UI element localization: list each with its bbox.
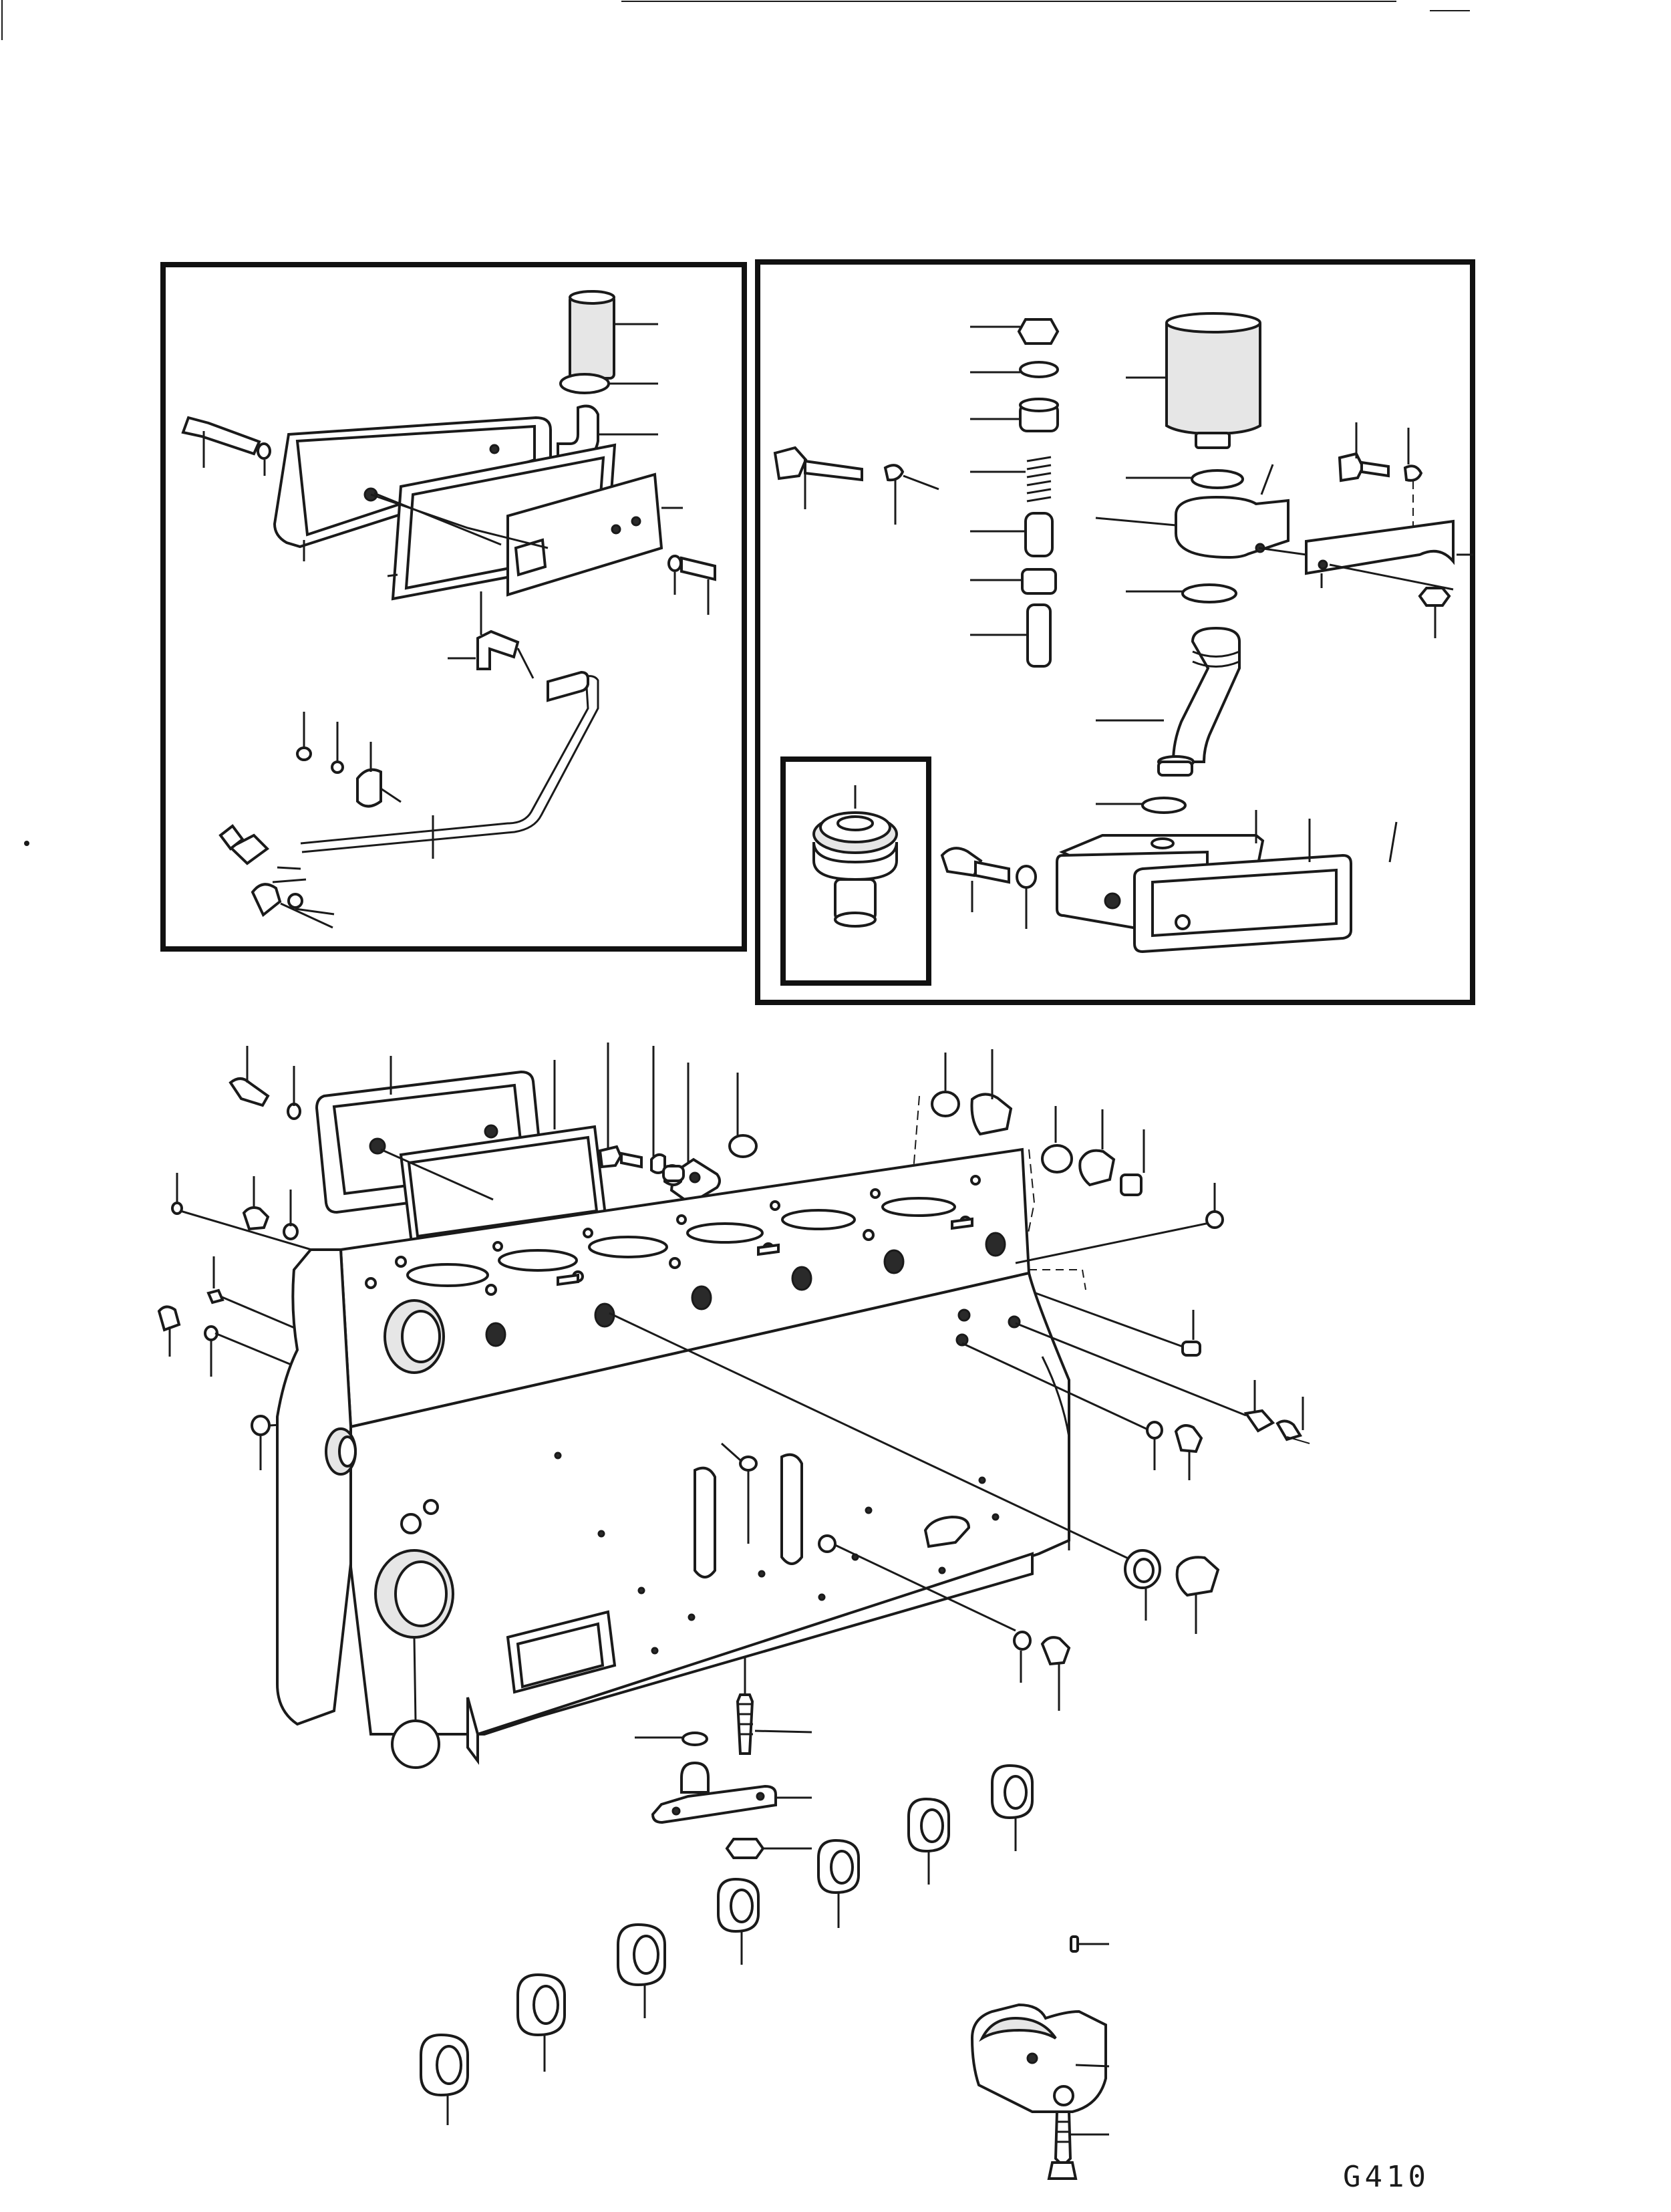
- bearing-shell: [420, 2033, 469, 2125]
- filter-valve-inset: [780, 756, 931, 986]
- cooler-element: [569, 290, 658, 380]
- reference-circle: [391, 1637, 440, 1769]
- clamp-ring: [559, 373, 658, 394]
- bearing-shell: [907, 1797, 950, 1885]
- bearing-shell: [617, 1923, 666, 2018]
- oil-pump-bracket: [635, 1657, 812, 1859]
- side-holes: [485, 1232, 1006, 1347]
- relief-valve-stack: [970, 318, 1060, 668]
- bearing-shell: [516, 1973, 566, 2072]
- cover-plate: [506, 472, 683, 597]
- lower-assembly: [157, 1043, 1310, 2180]
- core-plug-large: [609, 1312, 1220, 1634]
- bracket-bolt: [1338, 422, 1423, 528]
- cooler-housing: [273, 416, 552, 561]
- main-bearing-cap: [970, 1935, 1110, 2180]
- oil-hose: [1096, 626, 1241, 814]
- cylinder-block: [276, 1147, 1070, 1765]
- main-bearing-shells: [420, 1764, 1034, 2125]
- bearing-shell: [717, 1877, 760, 1965]
- side-cover-gasket: [315, 1056, 607, 1245]
- small-screw-set: [296, 712, 402, 808]
- top-plug-set: [598, 1043, 758, 1206]
- bearing-shell: [817, 1838, 860, 1928]
- figure-label: G410: [1343, 2160, 1430, 2194]
- right-side-fasteners: [961, 1183, 1310, 1480]
- tee-fitting: [448, 591, 535, 679]
- union-fittings: [218, 824, 335, 929]
- upper-right-panel: [755, 259, 1475, 1005]
- side-plug: [818, 1534, 1071, 1711]
- adapter-flange: [1056, 810, 1398, 954]
- cover-screws: [229, 1046, 301, 1120]
- upper-left-panel: [160, 262, 747, 952]
- filter-bracket: [1258, 519, 1473, 638]
- filter-canister: [1126, 312, 1261, 449]
- oil-pipe: [300, 670, 599, 859]
- bearing-shell: [991, 1764, 1034, 1851]
- screw-left: [181, 416, 271, 476]
- core-plugs-top: [895, 1049, 1145, 1270]
- block-small-holes: [554, 1451, 1000, 1655]
- filter-head: [1095, 464, 1289, 603]
- flange-bolt: [940, 847, 1037, 929]
- page-edge-marks: [1, 0, 1470, 846]
- long-bolt: [773, 446, 939, 525]
- screw-right: [667, 555, 716, 615]
